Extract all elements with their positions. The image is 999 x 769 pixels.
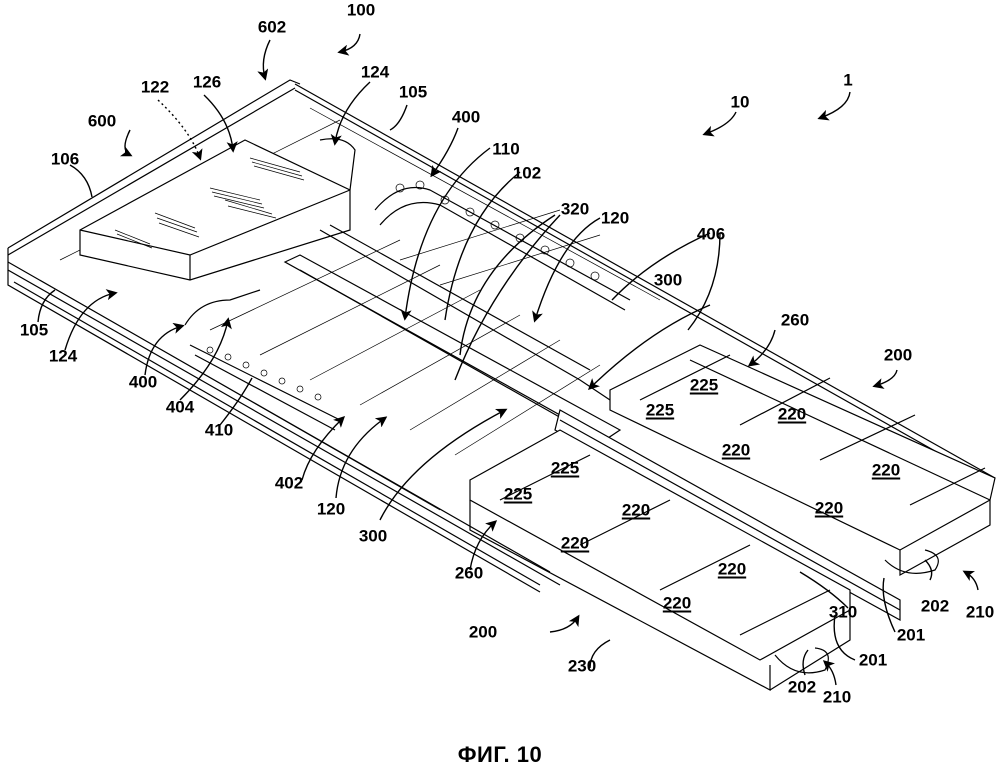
label-122: 122: [141, 79, 169, 96]
label-124-upper: 124: [361, 64, 389, 81]
label-406: 406: [697, 226, 725, 243]
label-220-c: 220: [872, 462, 900, 479]
label-202-left: 202: [788, 679, 816, 696]
label-1: 1: [843, 72, 852, 89]
label-225-a: 225: [690, 377, 718, 394]
label-410: 410: [205, 422, 233, 439]
label-260-lower: 260: [455, 565, 483, 582]
label-220-b: 220: [722, 442, 750, 459]
label-200-lower: 200: [469, 624, 497, 641]
label-300-upper: 300: [654, 272, 682, 289]
label-10: 10: [731, 94, 750, 111]
label-210-right: 210: [966, 604, 994, 621]
label-300-lower: 300: [359, 528, 387, 545]
label-400-upper: 400: [452, 109, 480, 126]
label-320: 320: [561, 201, 589, 218]
label-602: 602: [258, 19, 286, 36]
label-220-d: 220: [815, 500, 843, 517]
label-400-lower: 400: [129, 374, 157, 391]
label-220-a: 220: [778, 406, 806, 423]
label-120-upper: 120: [601, 210, 629, 227]
label-220-g: 220: [718, 561, 746, 578]
label-225-b: 225: [646, 402, 674, 419]
label-220-e: 220: [622, 502, 650, 519]
label-126: 126: [193, 74, 221, 91]
label-220-h: 220: [663, 595, 691, 612]
label-110: 110: [492, 141, 519, 158]
label-201-right: 201: [897, 627, 925, 644]
label-102: 102: [513, 165, 541, 182]
label-202-right: 202: [921, 598, 949, 615]
label-105-lower: 105: [20, 322, 48, 339]
cable-chain-lower: [185, 290, 340, 430]
label-220-f: 220: [561, 535, 589, 552]
label-210-left: 210: [823, 689, 851, 706]
figure-caption: ФИГ. 10: [458, 742, 543, 768]
label-124-lower: 124: [49, 348, 77, 365]
label-402: 402: [275, 475, 303, 492]
label-225-c: 225: [551, 460, 579, 477]
label-310: 310: [829, 604, 857, 621]
label-120-lower: 120: [317, 501, 345, 518]
label-260-upper: 260: [781, 312, 809, 329]
label-600: 600: [88, 113, 116, 130]
label-225-d: 225: [504, 486, 532, 503]
label-230: 230: [568, 658, 596, 675]
label-106: 106: [51, 151, 79, 168]
label-404: 404: [166, 399, 194, 416]
label-201-left: 201: [859, 652, 887, 669]
power-supply-module: [80, 139, 355, 280]
label-100: 100: [347, 2, 375, 19]
label-200-upper: 200: [884, 347, 912, 364]
label-105-upper: 105: [399, 84, 427, 101]
